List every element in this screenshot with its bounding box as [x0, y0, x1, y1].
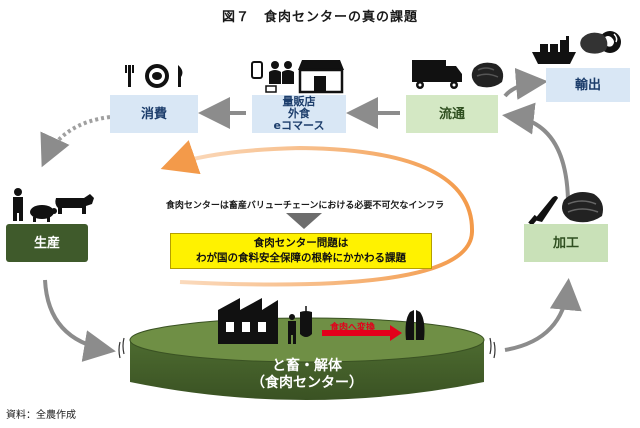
cow-icon — [55, 194, 94, 214]
consumption-box: 消費 — [110, 95, 198, 133]
retail-label-3: eコマース — [273, 119, 325, 132]
slaughter-label-1: と畜・解体 — [272, 358, 342, 374]
export-label: 輸出 — [574, 77, 601, 93]
consumption-label: 消費 — [140, 106, 167, 122]
slaughter-label: と畜・解体 （食肉センター） — [200, 358, 414, 392]
infrastructure-statement: 食肉センターは畜産バリューチェーンにおける必要不可欠なインフラ — [165, 201, 445, 211]
arrow-processing-to-distribution — [502, 102, 570, 201]
worker-icon — [288, 314, 296, 344]
processed-meat-icon — [562, 192, 603, 223]
export-box: 輸出 — [546, 68, 630, 102]
distribution-box: 流通 — [406, 95, 498, 133]
pig-icon — [30, 205, 57, 222]
convert-label: 食肉へ変換 — [330, 323, 376, 333]
processing-label: 加工 — [552, 235, 579, 251]
retail-label-2: 外食 — [288, 107, 310, 120]
cargo-ship-icon — [532, 36, 576, 64]
figure-title: 図７ 食肉センターの真の課題 — [221, 10, 418, 25]
processing-box: 加工 — [524, 224, 608, 262]
farmer-icon — [13, 188, 23, 221]
source-note: 資料：全農作成 — [6, 410, 76, 421]
retail-icon — [251, 60, 344, 94]
issue-line-1: 食肉センター問題は — [253, 237, 349, 249]
issue-line-2: わが国の食料安全保障の根幹にかかわる課題 — [196, 252, 406, 264]
arrow-production-to-slaughter — [43, 279, 116, 362]
knife-icon — [528, 196, 558, 226]
convert-arrow — [322, 325, 402, 341]
factory-icon — [218, 298, 278, 344]
slaughter-label-2: （食肉センター） — [251, 375, 363, 391]
meat-cuts-icon — [405, 310, 425, 340]
distribution-label: 流通 — [438, 106, 465, 122]
meat-block-icon — [471, 62, 504, 88]
carcass-icon — [300, 306, 312, 337]
export-meat-icon — [580, 32, 608, 54]
arrow-distribution-to-export — [503, 67, 548, 100]
vibration-marks-left — [118, 337, 125, 359]
production-box: 生産 — [6, 224, 88, 262]
production-label: 生産 — [33, 235, 60, 251]
issue-callout: 食肉センター問題は わが国の食料安全保障の根幹にかかわる課題 — [170, 233, 432, 269]
arrow-consumption-to-production — [40, 115, 111, 168]
vibration-marks-right — [489, 337, 496, 359]
retail-box: 量販店 外食 eコマース — [252, 95, 346, 133]
orange-cycle-arrow — [160, 140, 475, 287]
arrow-slaughter-to-processing — [504, 278, 582, 352]
dining-icon — [125, 64, 183, 88]
retail-label-1: 量販店 — [282, 95, 316, 108]
truck-icon — [412, 60, 462, 89]
